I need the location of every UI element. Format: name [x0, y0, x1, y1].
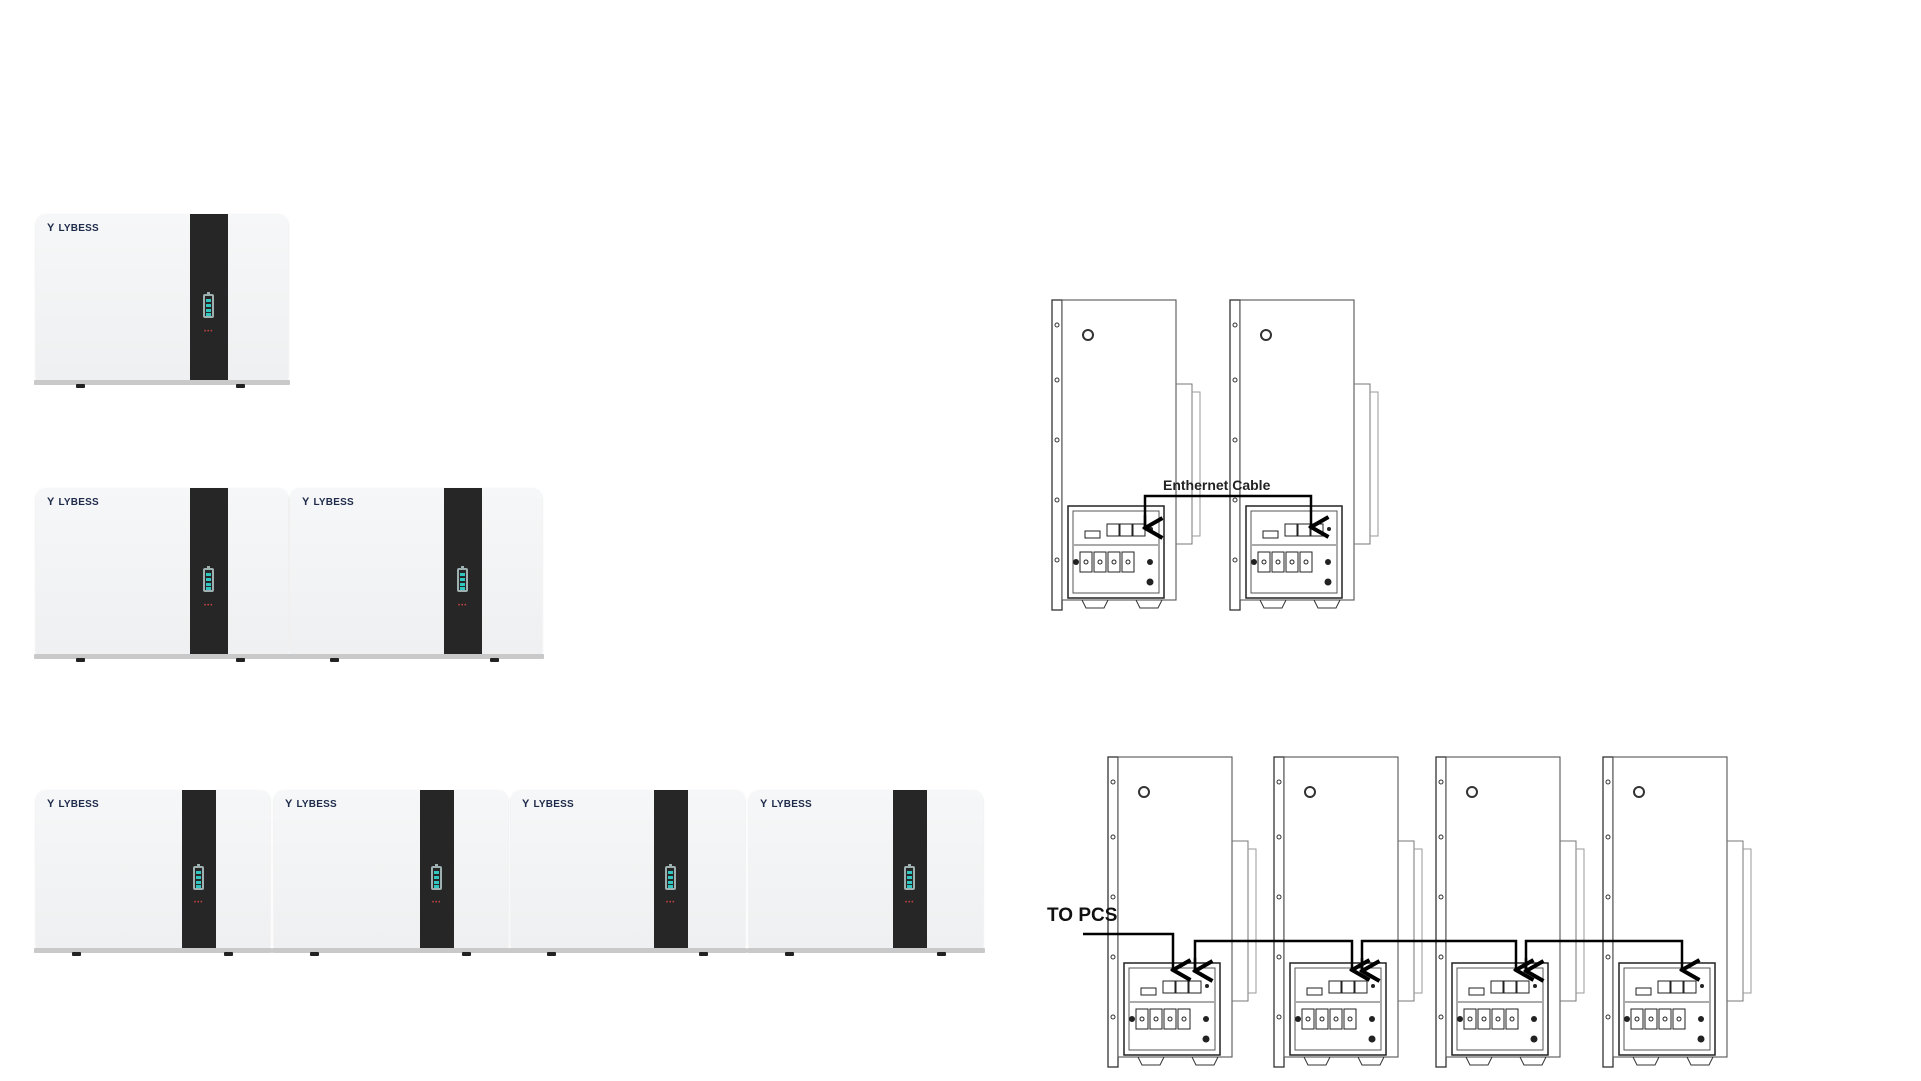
cabinet-drawing	[1108, 757, 1256, 1067]
cabinet-drawing	[1052, 300, 1200, 610]
cabinet-drawing	[1230, 300, 1378, 610]
cabinet-drawing	[1436, 757, 1584, 1067]
ethernet-cable-label: Enthernet Cable	[1163, 477, 1271, 493]
to-pcs-label: TO PCS	[1047, 905, 1117, 926]
cabinet-drawing	[1274, 757, 1422, 1067]
cabinet-drawing	[1603, 757, 1751, 1067]
